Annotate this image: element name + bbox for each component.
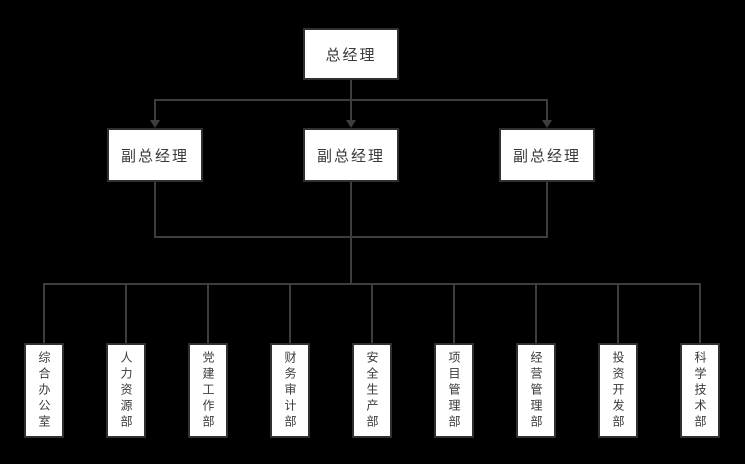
node-department-safety-production: 安全生产部 [352, 343, 392, 438]
node-label: 副总经理 [316, 147, 385, 165]
connector-root-stem [350, 80, 352, 100]
connector-manager1-down [154, 182, 156, 238]
connector-dept6-drop [453, 283, 455, 343]
node-department-general-office: 综合办公室 [24, 343, 64, 438]
connector-manager2-down [350, 182, 352, 238]
node-department-human-resources: 人力资源部 [106, 343, 146, 438]
node-label: 总经理 [325, 46, 377, 64]
node-label: 经营管理部 [529, 350, 543, 431]
node-deputy-manager-3: 副总经理 [499, 128, 595, 182]
connector-manager1-drop [154, 99, 156, 121]
connector-dept2-drop [125, 283, 127, 343]
node-label: 项目管理部 [447, 350, 461, 431]
node-label: 综合办公室 [37, 350, 51, 431]
node-department-operations-management: 经营管理部 [516, 343, 556, 438]
node-label: 人力资源部 [119, 350, 133, 431]
node-label: 党建工作部 [201, 350, 215, 431]
connector-manager3-down [546, 182, 548, 238]
connector-dept1-drop [43, 283, 45, 343]
connector-dept7-drop [535, 283, 537, 343]
node-department-project-management: 项目管理部 [434, 343, 474, 438]
node-label: 安全生产部 [365, 350, 379, 431]
node-label: 财务审计部 [283, 350, 297, 431]
node-department-finance-audit: 财务审计部 [270, 343, 310, 438]
node-department-party-building: 党建工作部 [188, 343, 228, 438]
node-department-investment-development: 投资开发部 [598, 343, 638, 438]
connector-dept8-drop [617, 283, 619, 343]
node-label: 副总经理 [120, 147, 189, 165]
arrowhead-down-icon [346, 120, 356, 128]
node-deputy-manager-1: 副总经理 [107, 128, 203, 182]
connector-dept4-drop [289, 283, 291, 343]
connector-manager3-drop [546, 99, 548, 121]
node-department-science-technology: 科学技术部 [680, 343, 720, 438]
node-deputy-manager-2: 副总经理 [303, 128, 399, 182]
connector-merge-stem [350, 236, 352, 285]
connector-dept5-drop [371, 283, 373, 343]
connector-manager2-drop [350, 99, 352, 121]
node-general-manager: 总经理 [303, 28, 399, 80]
node-label: 科学技术部 [693, 350, 707, 431]
connector-dept3-drop [207, 283, 209, 343]
node-label: 副总经理 [512, 147, 581, 165]
node-label: 投资开发部 [611, 350, 625, 431]
arrowhead-down-icon [542, 120, 552, 128]
arrowhead-down-icon [150, 120, 160, 128]
connector-dept9-drop [699, 283, 701, 343]
